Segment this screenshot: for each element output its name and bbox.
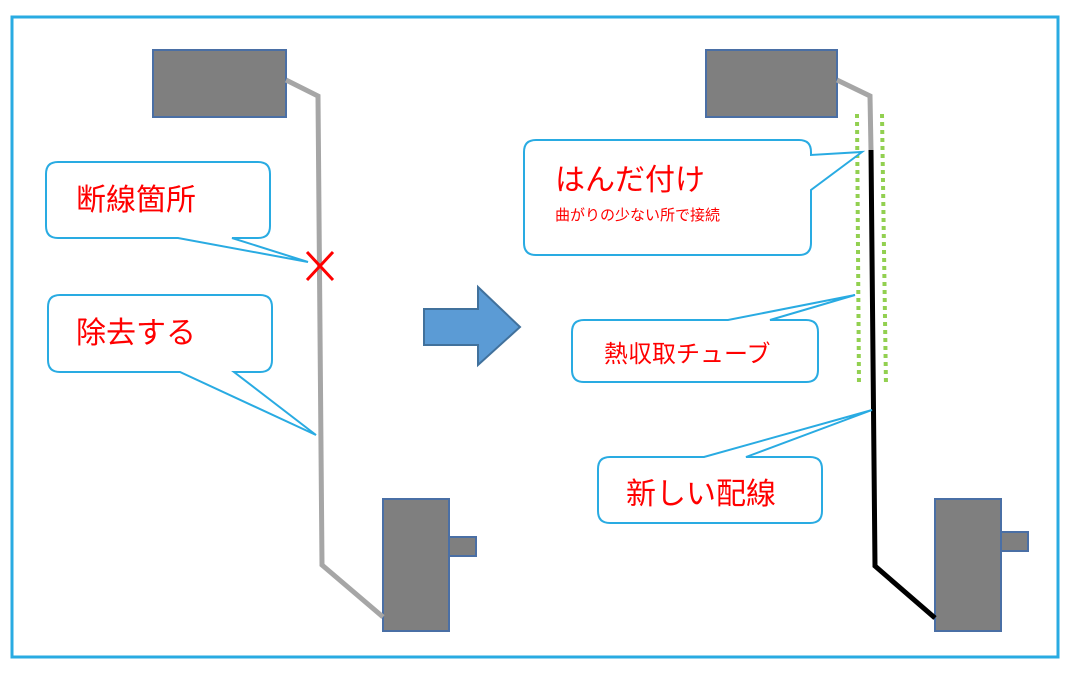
callout-remove: 除去する xyxy=(47,294,317,436)
heat-shrink-tube-label: 熱収取チューブ xyxy=(604,340,771,368)
remaining-old-wire xyxy=(835,77,874,151)
new-wire xyxy=(868,149,937,620)
callout-break-point: 断線箇所 xyxy=(45,161,309,263)
remove-label: 除去する xyxy=(76,316,196,351)
right-panel: はんだ付け 曲がりの少ない所で接続 熱収取チューブ 新しい配線 xyxy=(523,49,1029,632)
callout-new-wire: 新しい配線 xyxy=(597,409,873,524)
callout-solder: はんだ付け 曲がりの少ない所で接続 xyxy=(523,139,866,256)
new-wire-label: 新しい配線 xyxy=(626,477,776,512)
solder-note: 曲がりの少ない所で接続 xyxy=(555,206,720,224)
right-top-component xyxy=(705,49,838,118)
cross-icon xyxy=(305,250,335,282)
left-top-component xyxy=(152,49,287,118)
right-bottom-component-terminal xyxy=(1000,531,1029,552)
solder-label: はんだ付け xyxy=(555,163,705,198)
heat-shrink-tube xyxy=(855,113,888,387)
left-bottom-component xyxy=(382,498,450,632)
callout-heat-shrink-tube: 熱収取チューブ xyxy=(571,294,856,383)
left-bottom-component-terminal xyxy=(448,536,477,557)
right-bottom-component xyxy=(934,498,1002,632)
left-panel: 断線箇所 除去する xyxy=(45,49,477,632)
break-point-label: 断線箇所 xyxy=(76,183,196,218)
right-arrow-icon xyxy=(423,284,522,368)
old-wire xyxy=(284,77,385,619)
